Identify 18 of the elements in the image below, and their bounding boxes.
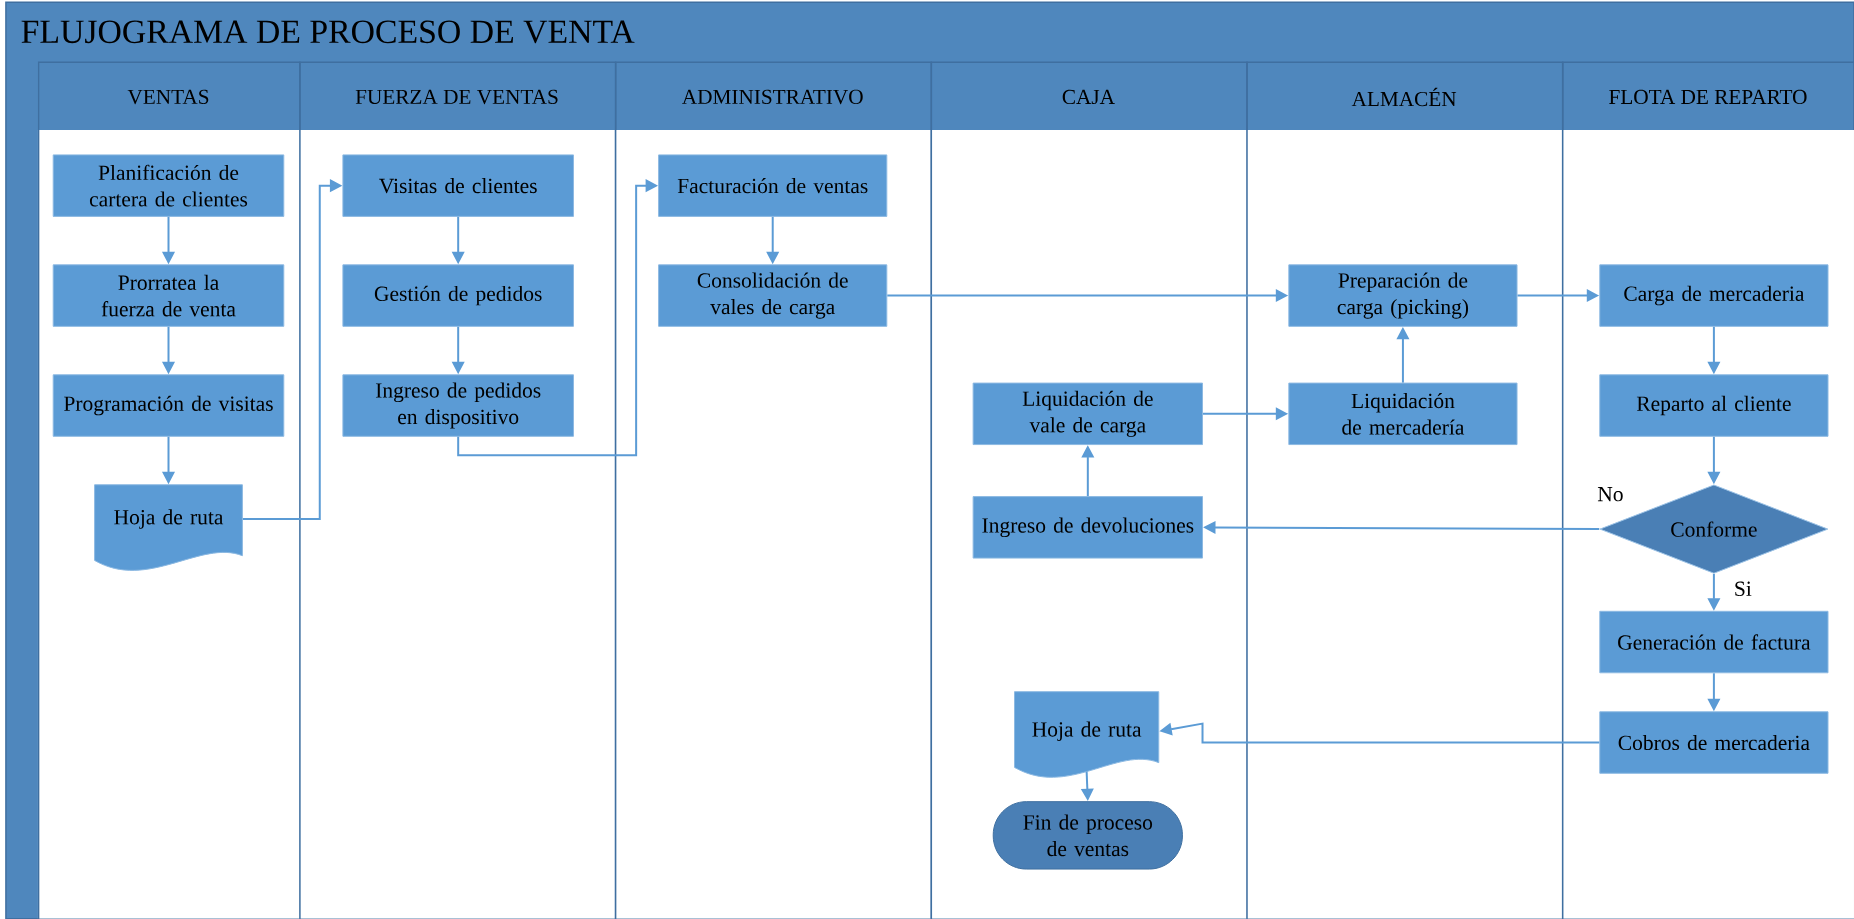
process-box: Programación de visitas xyxy=(52,374,285,437)
process-box: Ingreso de pedidos en dispositivo xyxy=(342,374,574,437)
process-box: Visitas de clientes xyxy=(342,154,574,217)
edge-label: Si xyxy=(1731,579,1755,599)
process-box: Consolidación de vales de carga xyxy=(658,264,888,327)
process-box: Planificación de cartera de clientes xyxy=(52,154,285,217)
process-box: Preparación de carga (picking) xyxy=(1288,264,1518,327)
process-box: Cobros de mercaderia xyxy=(1599,711,1829,774)
process-box: Liquidación de vale de carga xyxy=(972,382,1203,446)
process-box: Reparto al cliente xyxy=(1599,374,1829,437)
process-box: Gestión de pedidos xyxy=(342,264,574,327)
process-box: Generación de factura xyxy=(1599,610,1829,674)
process-box: Prorratea la fuerza de venta xyxy=(52,264,285,327)
process-box: Ingreso de devoluciones xyxy=(972,496,1203,559)
process-box: Carga de mercaderia xyxy=(1599,264,1829,327)
process-box: Liquidación de mercadería xyxy=(1288,382,1518,446)
process-box: Facturación de ventas xyxy=(658,154,888,217)
title: FLUJOGRAMA DE PROCESO DE VENTA xyxy=(21,20,635,44)
